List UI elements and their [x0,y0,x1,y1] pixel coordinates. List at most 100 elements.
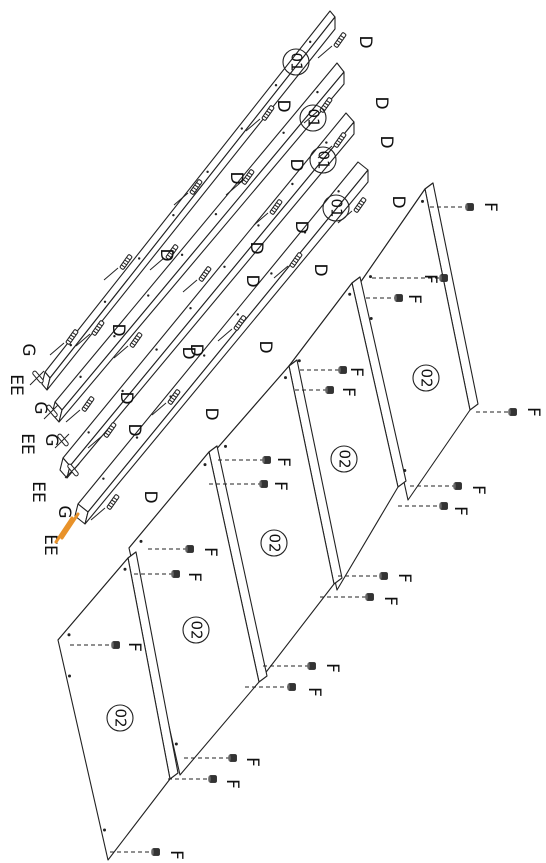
dowel-label: D [291,220,311,233]
rail-hole [214,212,218,216]
dowel-rib [205,269,210,273]
cam [185,545,194,553]
cam-label: F [404,294,424,304]
dowel-rib [106,429,111,434]
rail-hole [291,182,294,186]
cam [453,482,462,490]
cam [439,274,448,282]
callout-02: 02 [260,529,288,557]
dowel [81,396,95,412]
cam-cap [508,408,511,416]
pin-label: G [41,433,61,446]
cam [259,480,268,488]
pin-label: G [54,505,74,518]
dowel-label: D [388,195,408,208]
bolt-label: EE [17,433,37,454]
rail-hole [135,436,139,439]
panel-face [128,451,260,776]
panel-hole [68,674,71,678]
cam-label: F [394,573,414,583]
callout-01-ring [322,194,350,222]
dowel-rib [272,206,277,211]
panel: 02 [288,276,407,591]
dowel [119,254,133,270]
dowel-label: D [255,340,275,353]
panel-hole [369,275,372,279]
cam-cap [287,683,290,691]
dowel-rib [174,392,179,396]
dowel-label: D [246,241,266,254]
dowel [198,266,212,282]
dowel-rib [246,174,251,178]
dowel [103,422,117,438]
dowel-rib [194,184,199,188]
dowel-rib [108,504,113,508]
cam [151,848,160,856]
dowel-rib [240,318,245,322]
rail-hole [138,257,141,260]
dowel-rib [276,202,281,206]
cam [338,366,347,374]
dowel-rib [83,406,88,410]
dowel-rib [70,334,75,338]
bolt-highlight [60,512,80,540]
callout-02-ring [412,364,440,392]
dowel-rib [294,257,299,261]
callout-02-text: 02 [188,620,206,639]
cam [465,203,474,211]
dowel-label: D [116,391,136,404]
panel-hole [174,742,178,746]
callout-02-text: 02 [112,708,130,727]
callout-02-ring [106,704,134,732]
dowel-rib [263,115,268,119]
dowel-label: D [186,343,206,356]
dowel-leader [151,402,167,416]
dowel-rib [356,204,361,209]
cam-cap [439,502,442,510]
panel-hole [203,463,207,467]
pin-leader [54,433,70,449]
dowel-label: D [355,35,375,48]
dowel-rib [113,497,118,501]
dowel [106,494,120,510]
dowel-body [106,494,120,510]
dowel-rib [235,325,240,329]
rail-hole [303,231,307,234]
rail [51,62,345,423]
dowel-rib [121,264,126,268]
rail-side [66,121,355,479]
cam-label: F [166,850,186,860]
dowel-rib [201,273,206,278]
rail-hole [172,213,175,217]
dowel-label: D [140,490,160,503]
dowel-leader [253,212,269,226]
cam-label: F [124,642,144,652]
dowel-rib [271,209,276,213]
callout-02: 02 [106,704,134,732]
dowel-leader [182,279,198,293]
dowel-rib [170,396,175,401]
cam [394,294,403,302]
panel: 02 [213,359,343,681]
rail-hole [206,170,209,174]
bolt-label: EE [40,534,60,555]
dowel-body [81,396,95,412]
dowel-rib [196,182,201,186]
cam-cap [394,294,397,302]
dowel-leader [225,182,241,196]
rail-side [46,16,336,391]
dowel-leader [217,328,233,342]
cam-label: F [200,547,220,557]
callout-01-text: 01 [315,150,333,169]
dowel-rib [266,110,271,114]
dowel [241,169,255,185]
rail-hole [257,224,260,227]
dowel-rib [72,332,77,336]
dowel-rib [84,403,89,408]
rail-hole [189,307,192,310]
cam [307,662,316,670]
cam [439,502,448,510]
panel-hole [284,376,287,380]
cam-cap [307,662,310,670]
